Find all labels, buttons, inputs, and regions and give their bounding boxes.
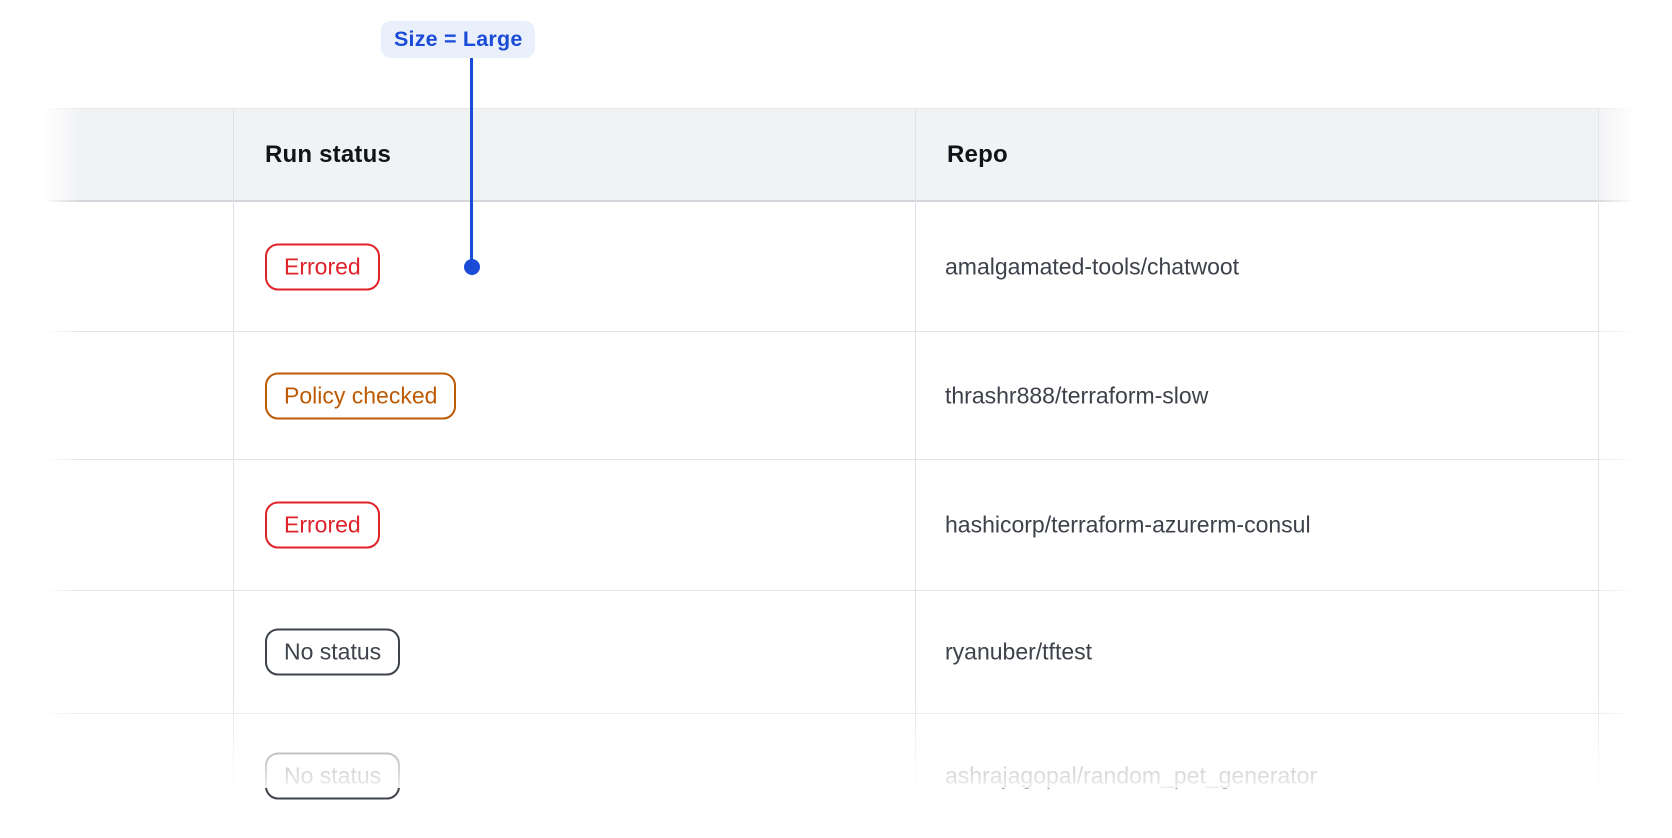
table-row[interactable]: Errored amalgamated-tools/chatwoot <box>0 203 1672 331</box>
annotation-line <box>470 58 473 261</box>
column-divider <box>233 108 234 788</box>
status-badge: Errored <box>265 501 380 549</box>
column-divider <box>1598 108 1599 788</box>
repo-cell: ryanuber/tftest <box>945 638 1093 665</box>
table-row[interactable]: No status ashrajagopal/random_pet_genera… <box>0 714 1672 838</box>
table-row[interactable]: Policy checked thrashr888/terraform-slow <box>0 332 1672 459</box>
status-badge: Errored <box>265 243 380 291</box>
row-separator <box>0 459 1672 460</box>
repo-cell: thrashr888/terraform-slow <box>945 382 1209 408</box>
repo-cell: amalgamated-tools/chatwoot <box>945 253 1240 280</box>
column-divider <box>915 108 916 788</box>
repo-cell: ashrajagopal/random_pet_generator <box>945 762 1318 789</box>
status-badge: No status <box>265 752 401 800</box>
annotation-dot-icon <box>464 259 480 275</box>
table-row[interactable]: Errored hashicorp/terraform-azurerm-cons… <box>0 460 1672 590</box>
status-badge: No status <box>265 628 401 676</box>
table-header: Run status Repo <box>0 108 1672 202</box>
column-header-run-status: Run status <box>265 140 392 168</box>
annotation-label: Size = Large <box>381 21 536 58</box>
row-separator <box>0 713 1672 714</box>
row-separator <box>0 331 1672 332</box>
column-header-repo: Repo <box>947 140 1008 168</box>
table-row[interactable]: No status ryanuber/tftest <box>0 591 1672 713</box>
row-separator <box>0 590 1672 591</box>
repo-cell: hashicorp/terraform-azurerm-consul <box>945 511 1311 538</box>
status-badge: Policy checked <box>265 372 457 419</box>
